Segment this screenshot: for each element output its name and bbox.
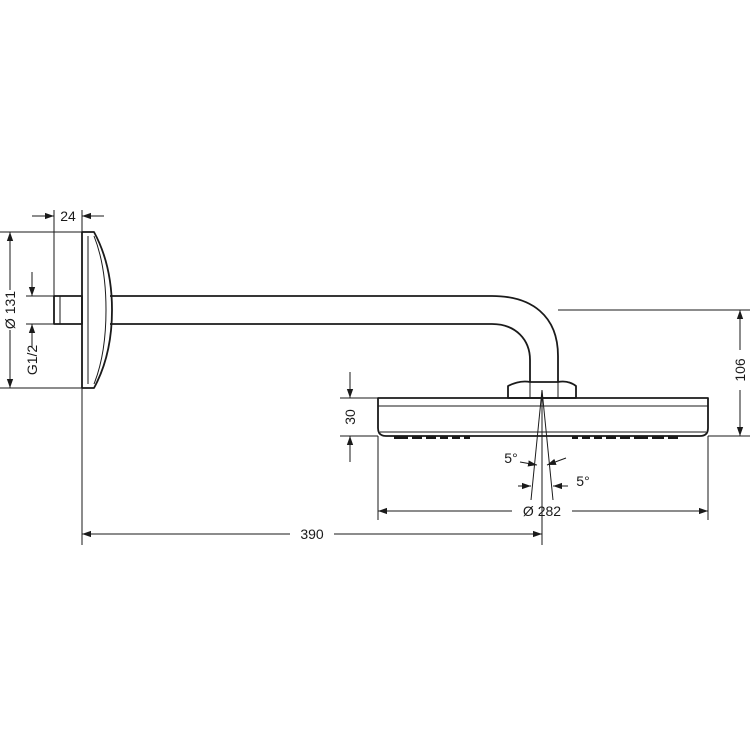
extension-lines xyxy=(0,210,750,545)
dim-wall-plate-depth: 24 xyxy=(32,208,104,224)
dim-head-diameter: Ø 282 xyxy=(378,503,708,519)
dim-label-24: 24 xyxy=(60,208,76,224)
spray-nozzles-right xyxy=(572,436,678,439)
dim-drop-height: 106 xyxy=(732,310,748,436)
shower-head xyxy=(377,397,709,439)
dim-projection: 390 xyxy=(82,526,542,542)
dim-tilt-angles: 5° 5° xyxy=(504,450,590,490)
dim-label-diameter-282: Ø 282 xyxy=(523,503,561,519)
shower-arm xyxy=(110,295,559,382)
ball-joint xyxy=(507,380,577,399)
dim-thread: G1/2 xyxy=(24,272,40,375)
dim-label-390: 390 xyxy=(300,526,324,542)
dim-label-tilt-left: 5° xyxy=(504,450,517,466)
dim-wall-plate-diameter: Ø 131 xyxy=(2,232,18,388)
dim-label-diameter-131: Ø 131 xyxy=(2,291,18,329)
wall-flange xyxy=(81,231,113,389)
threaded-connector xyxy=(53,295,83,325)
dim-label-tilt-right: 5° xyxy=(576,473,589,489)
dim-label-thread: G1/2 xyxy=(24,345,40,376)
dim-label-106: 106 xyxy=(732,358,748,382)
spray-nozzles-left xyxy=(394,436,470,439)
dim-label-30: 30 xyxy=(342,409,358,425)
dim-head-height: 30 xyxy=(342,372,358,462)
